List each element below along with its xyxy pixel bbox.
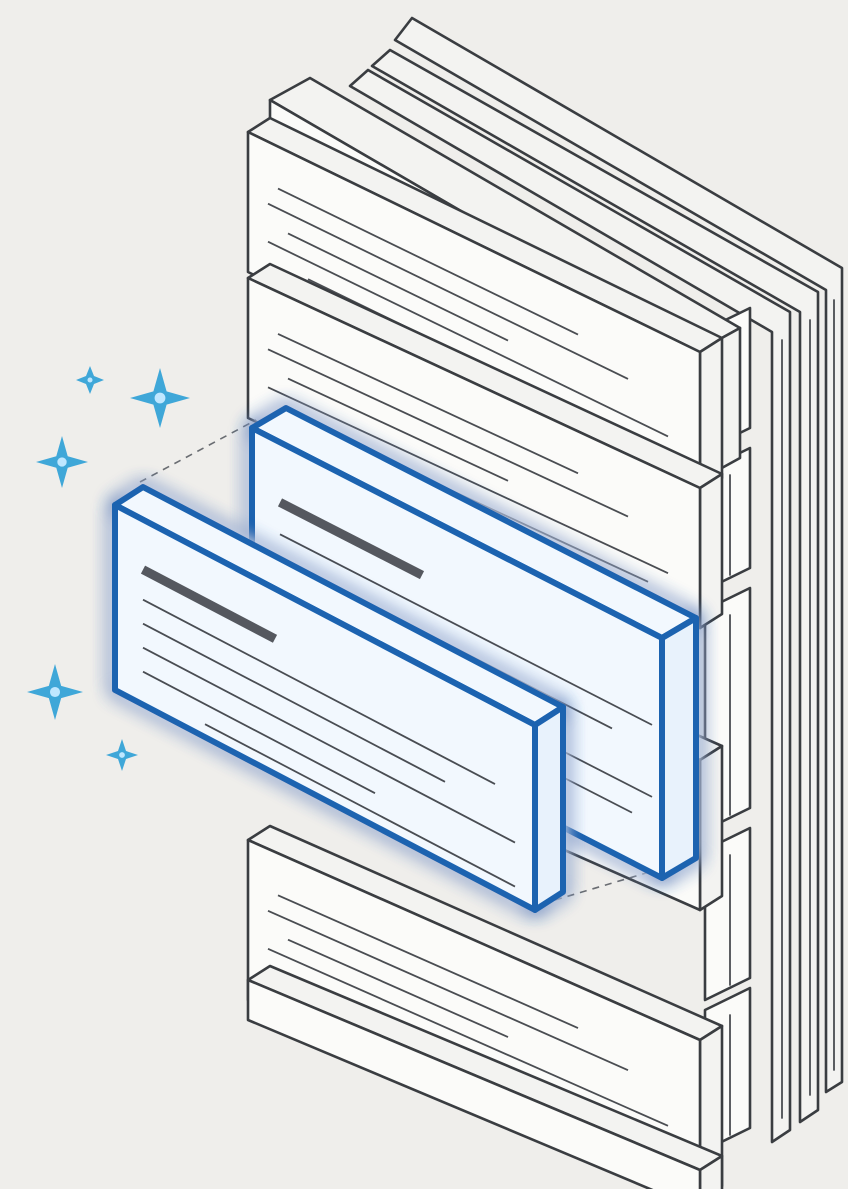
stack-block-2-text-line — [267, 202, 629, 380]
stack-block-6-side-face — [698, 1154, 724, 1189]
highlighted-chunk-back-side-face — [659, 615, 699, 881]
highlighted-chunk-back-heading-bar — [277, 498, 425, 580]
stack-block-2-text-line — [267, 240, 669, 438]
highlighted-chunk-front-text-line — [142, 622, 446, 783]
sparkle-icon — [76, 366, 104, 394]
stack-block-5-text-line — [267, 948, 669, 1127]
document-stack — [246, 76, 752, 1189]
sparkle-icon — [27, 664, 83, 720]
sparkle-icon — [130, 368, 190, 428]
stack-block-5-text-line — [287, 938, 509, 1038]
stack-block-3-text-line — [287, 377, 509, 482]
highlighted-chunk-front-text-line — [204, 723, 516, 888]
back-sheet-3 — [348, 68, 792, 1144]
stack-block-3-text-line — [267, 386, 669, 574]
stack-block-2-text-line — [287, 232, 509, 342]
highlighted-chunk-back-text-line — [279, 533, 653, 726]
highlighted-chunk-front — [112, 484, 566, 913]
stack-block-6-front-face — [246, 978, 702, 1189]
highlighted-chunk-front-side-face — [532, 704, 566, 913]
sparkle-icon — [106, 739, 138, 771]
back-sheet-2 — [370, 48, 820, 1124]
stack-block-6 — [246, 964, 724, 1189]
highlighted-chunk-front-text-line — [142, 670, 376, 794]
sparkle-icon — [36, 436, 88, 488]
stack-block-3-front-face — [246, 276, 702, 630]
highlighted-chunks — [112, 405, 699, 913]
stack-block-3-text-line — [277, 333, 579, 475]
stack-block-2-text-line — [277, 187, 579, 336]
stack-block-5-text-line — [267, 910, 629, 1071]
stack-block-5-text-line — [277, 894, 579, 1029]
highlighted-chunk-front-heading-bar — [140, 565, 278, 643]
stack-block-4-side-face — [698, 744, 724, 912]
highlighted-chunk-front-text-line — [142, 646, 516, 844]
back-page-layers — [348, 16, 844, 1144]
stack-block-3 — [246, 262, 724, 630]
stack-block-3-side-face — [698, 472, 724, 630]
back-sheet-1 — [393, 16, 844, 1094]
stack-block-3-text-line — [267, 348, 629, 518]
sparkle-group — [27, 366, 190, 771]
guide-line-top — [139, 419, 257, 483]
highlighted-chunk-front-text-line — [142, 598, 496, 785]
